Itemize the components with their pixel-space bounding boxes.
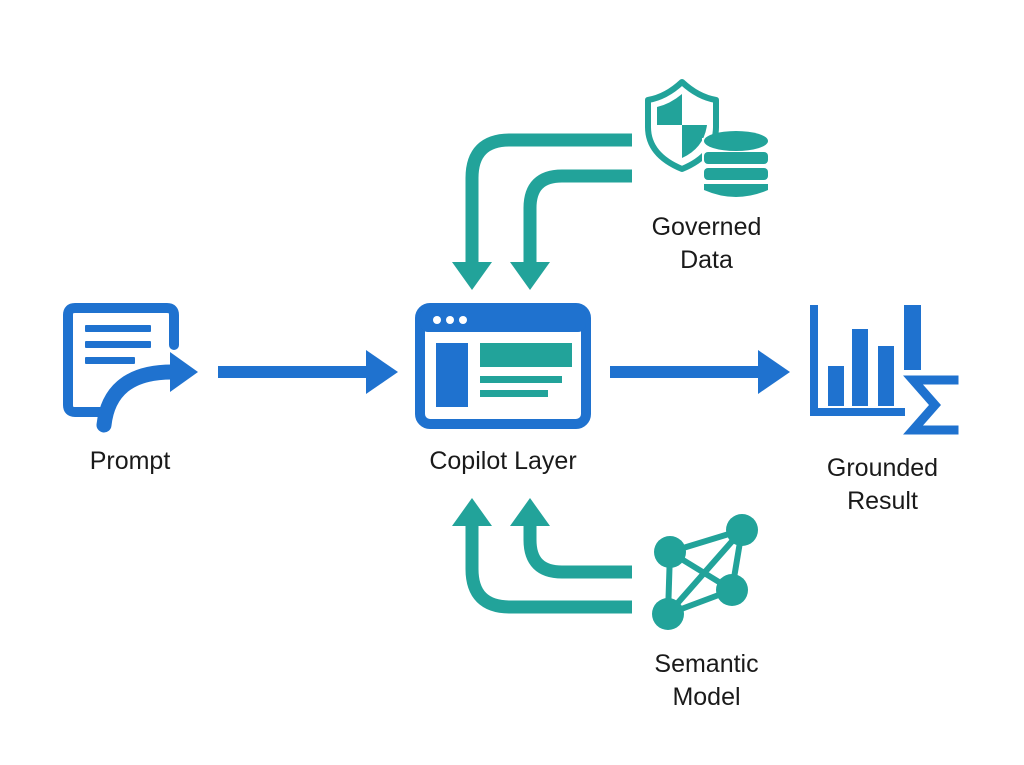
- app-window-icon: [415, 303, 591, 429]
- arrows-semantic-to-copilot: [452, 498, 632, 614]
- grounded-result-label-line2: Result: [847, 487, 918, 515]
- grounded-result-label: Grounded Result: [800, 452, 965, 518]
- arrow-prompt-to-copilot: [218, 350, 398, 394]
- grounded-result-label-line1: Grounded: [826, 454, 939, 482]
- copilot-layer-label: Copilot Layer: [403, 445, 603, 478]
- governed-data-label-line2: Data: [680, 246, 733, 274]
- shield-database-icon: [645, 79, 770, 197]
- semantic-model-label: Semantic Model: [624, 648, 789, 714]
- governed-data-label: Governed Data: [624, 211, 789, 277]
- prompt-label-text: Prompt: [89, 447, 171, 475]
- arrow-copilot-to-result: [610, 350, 790, 394]
- chat-reply-icon: [63, 303, 198, 433]
- bar-chart-sigma-icon: [810, 305, 959, 435]
- copilot-layer-label-text: Copilot Layer: [429, 447, 577, 475]
- arrows-governed-to-copilot: [452, 133, 632, 290]
- governed-data-label-line1: Governed: [651, 213, 762, 241]
- network-graph-icon: [652, 514, 758, 630]
- prompt-label: Prompt: [60, 445, 200, 478]
- semantic-model-label-line2: Model: [672, 683, 741, 711]
- semantic-model-label-line1: Semantic: [654, 650, 759, 678]
